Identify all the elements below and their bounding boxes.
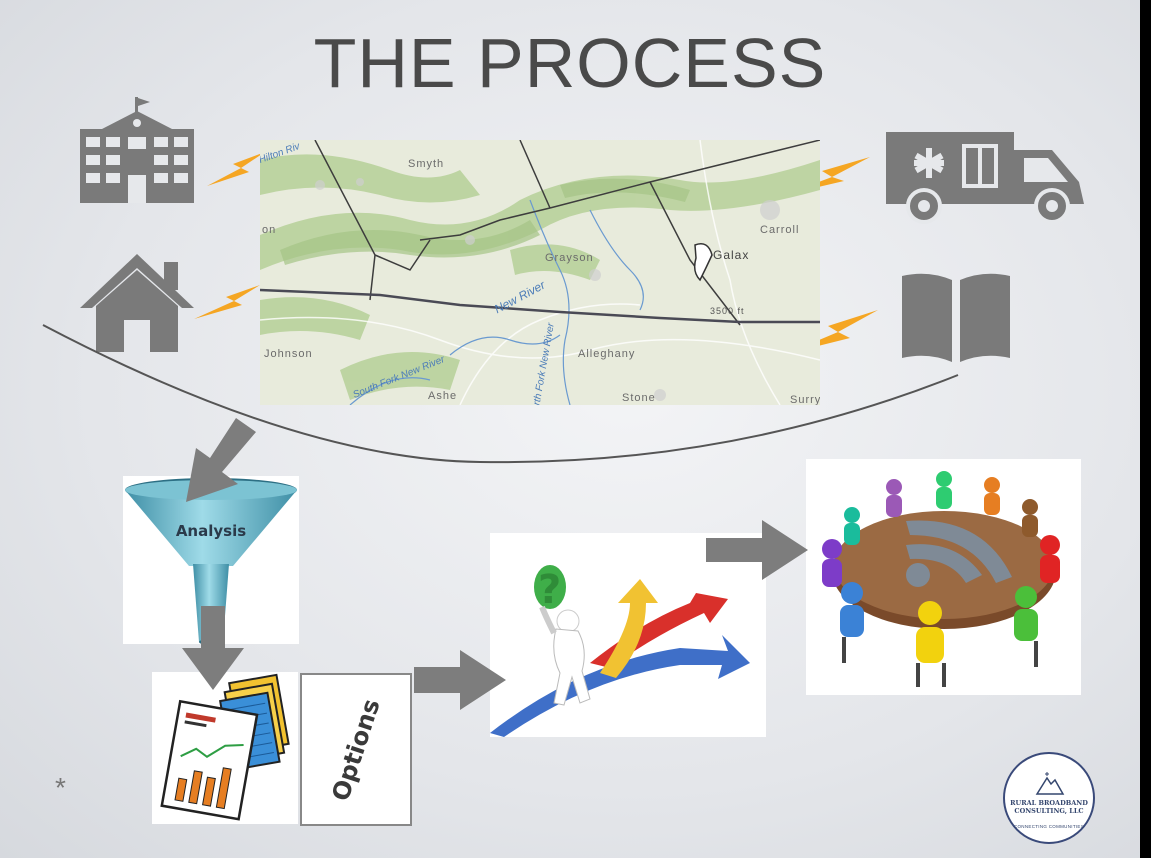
map-label-surry: Surry [790,394,820,405]
map-label-carroll: Carroll [760,224,800,236]
mountain-logo-icon [1035,772,1065,795]
arrow-icon [706,520,808,580]
page-title: THE PROCESS [313,24,827,102]
arrow-icon [186,418,256,502]
map-label-stone: Stone [622,392,656,404]
round-table-meeting-icon [822,471,1060,687]
right-edge-bar [1140,0,1151,858]
round-table-card [806,459,1081,695]
school-icon [80,97,194,203]
ambulance-icon [886,132,1084,224]
county-map: Smyth Grayson Galax Carroll Johnson Alle… [260,140,820,405]
arrow-icon [182,606,244,690]
footer-asterisk: * [55,772,66,803]
lightning-bolt-icon [207,152,265,186]
map-label-grayson: Grayson [545,252,594,264]
lightning-bolt-icon [194,285,260,319]
decision-paths-card: ? [490,533,766,737]
map-label-smyth: Smyth [408,158,445,170]
map-label-alleghany: Alleghany [578,348,636,360]
lightning-bolt-icon [784,157,870,195]
map-terrain [260,140,820,405]
svg-text:?: ? [538,567,561,613]
decision-paths-icon: ? [490,565,750,737]
map-label-johnson: Johnson [264,348,313,360]
house-icon [80,254,194,352]
logo-name-line1: RURAL BROADBAND [1010,799,1088,807]
logo-name: RURAL BROADBAND CONSULTING, LLC [1005,799,1093,816]
funnel-label: Analysis [175,522,247,540]
map-label-ashe: Ashe [428,390,458,402]
arrow-icon [414,650,506,710]
report-card [152,672,298,824]
map-label-elevation: 3500 ft [710,306,745,316]
options-box: Options [300,673,412,826]
logo-tagline: CONNECTING COMMUNITIES [1013,824,1085,829]
map-label-galax: Galax [713,248,750,262]
report-documents-icon [160,673,290,821]
company-logo: RURAL BROADBAND CONSULTING, LLC CONNECTI… [1003,752,1095,844]
lightning-bolt-icon [786,310,878,354]
map-label-on: on [262,224,277,236]
logo-name-line2: CONSULTING, LLC [1014,806,1084,815]
book-icon [902,273,1010,362]
